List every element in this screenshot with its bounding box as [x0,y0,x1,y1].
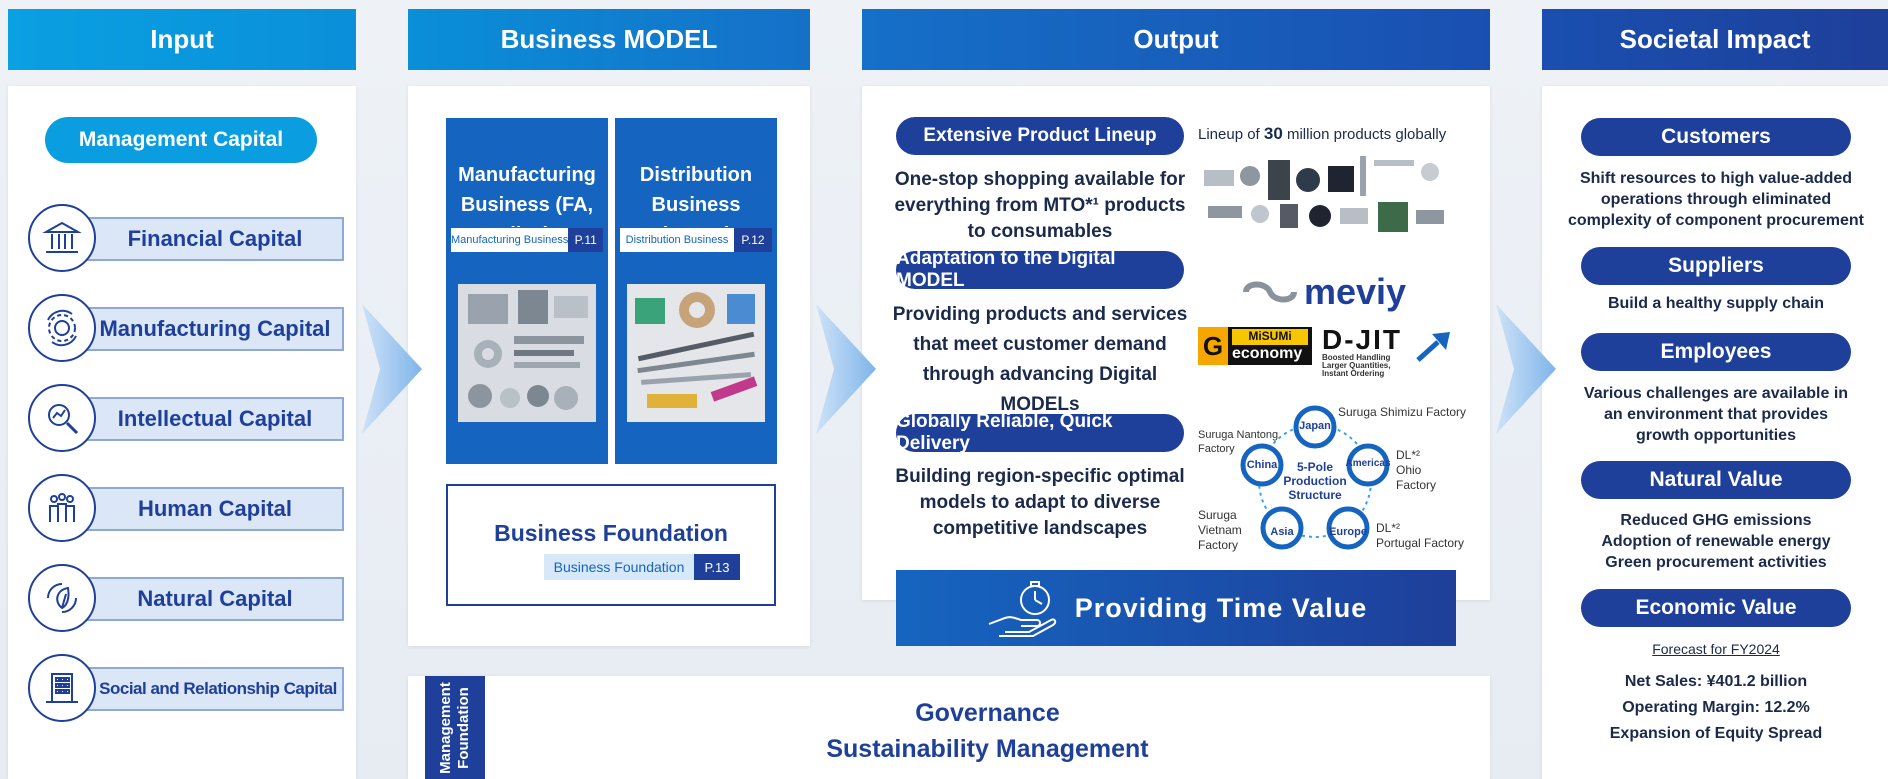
mechanical-parts-photo [458,284,596,422]
distribution-business-block: Distribution Business (VONA) Distributio… [615,118,777,464]
capital-natural: Natural Capital [28,564,344,632]
output-pill-delivery: Globally Reliable, Quick Delivery [896,411,1184,454]
wheel-node-china: China [1246,459,1278,471]
capital-financial: Financial Capital [28,204,344,272]
management-capital-pill: Management Capital [45,117,317,163]
societal-pill-suppliers: Suppliers [1581,247,1851,285]
lineup-caption: Lineup of 30 million products globally [1198,124,1447,143]
arrow-right-icon [362,304,422,434]
manufacturing-page-link[interactable]: Manufacturing Business P.11 [450,227,604,253]
capital-label: Natural Capital [62,577,344,621]
capital-manufacturing: Manufacturing Capital [28,294,344,362]
meviy-link-icon [1243,281,1297,303]
people-icon [28,474,96,542]
distribution-page-link[interactable]: Distribution Business P.12 [619,227,773,253]
business-foundation-title: Business Foundation [494,520,728,546]
capital-label: Intellectual Capital [62,397,344,441]
gear-cycle-icon [28,294,96,362]
upward-arrow-icon [1416,332,1450,362]
tools-photo [627,284,765,422]
hand-stopwatch-icon [988,581,1056,637]
magnifier-icon [28,384,96,452]
building-icon [28,654,96,722]
capital-human: Human Capital [28,474,344,542]
meviy-logo: meviy [1240,271,1406,312]
header-input: Input [8,9,356,70]
leaf-cycle-icon [28,564,96,632]
products-collage [1198,150,1448,238]
capital-label: Manufacturing Capital [62,307,344,351]
capital-intellectual: Intellectual Capital [28,384,344,452]
arrow-right-icon [1496,304,1556,434]
output-pill-digital: Adaptation to the Digital MODEL [896,248,1184,291]
societal-pill-employees: Employees [1581,333,1851,371]
wheel-node-americas: Americas [1345,458,1391,469]
business-foundation-page-link[interactable]: Business Foundation P.13 [544,554,740,580]
header-business-model: Business MODEL [408,9,810,70]
governance-text: Governance Sustainability Management [826,699,1149,763]
capital-social: Social and Relationship Capital [28,654,344,722]
governance-panel [408,676,1490,779]
manufacturing-business-block: Manufacturing Business (FA, dies) Manufa… [446,118,608,464]
time-value-banner: Providing Time Value [896,570,1456,646]
header-output: Output [862,9,1490,70]
business-foundation-box: Business Foundation Business Foundation … [446,484,776,606]
wheel-node-europe: Europe [1329,526,1367,538]
societal-panel [1542,86,1888,779]
capital-label: Social and Relationship Capital [62,667,344,711]
factory-shimizu: Suruga Shimizu Factory [1338,405,1467,419]
societal-pill-natural: Natural Value [1581,461,1851,499]
production-wheel [1240,405,1390,550]
header-societal-impact: Societal Impact [1542,9,1888,70]
societal-pill-customers: Customers [1581,118,1851,156]
misumi-economy-logo: G MiSUMi economy [1198,327,1312,365]
output-pill-lineup: Extensive Product Lineup [896,117,1184,155]
bank-icon [28,204,96,272]
management-foundation-tab: Management Foundation [425,676,485,779]
societal-text-suppliers: Build a healthy supply chain [1607,295,1825,312]
wheel-node-asia: Asia [1270,526,1294,538]
capital-label: Financial Capital [62,217,344,261]
wheel-node-japan: Japan [1299,420,1331,432]
capital-label: Human Capital [62,487,344,531]
forecast-link[interactable]: Forecast for FY2024 [1652,641,1780,657]
arrow-right-icon [816,304,876,434]
societal-pill-economic: Economic Value [1581,589,1851,627]
